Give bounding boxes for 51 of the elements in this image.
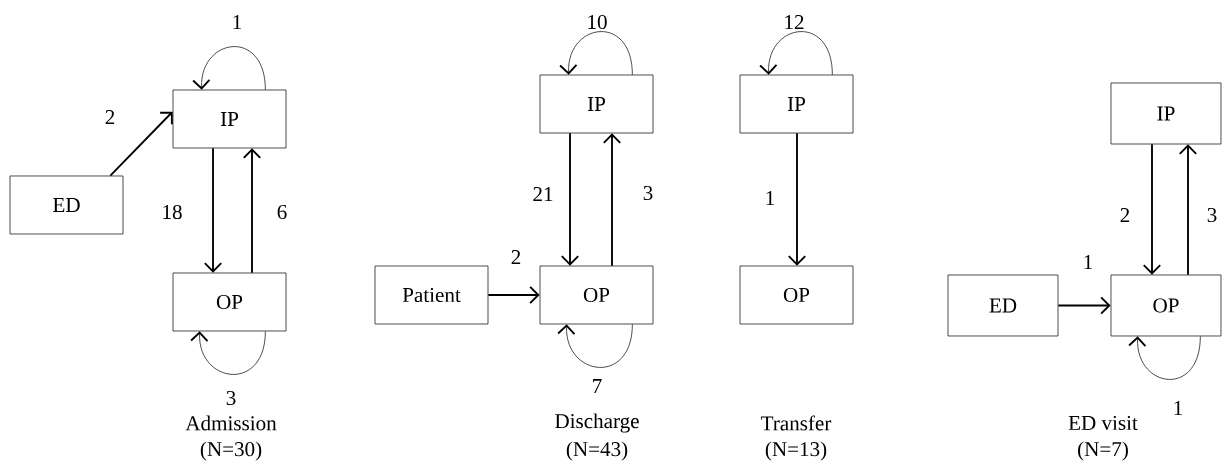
process-box: OP [1110, 274, 1222, 337]
caption-text: (N=7) [1078, 441, 1128, 461]
edge-label: 6 [277, 204, 287, 220]
caption-text: Transfer [761, 415, 832, 431]
edge-label: 3 [1207, 207, 1217, 223]
edge-label: 1 [1174, 401, 1182, 415]
edge-label: 3 [643, 185, 653, 201]
arrow [1178, 144, 1198, 276]
caption-text: (N=43) [566, 441, 628, 461]
edge-label: 12 [785, 15, 804, 29]
process-box: OP [539, 265, 654, 325]
edge-label: 3 [226, 390, 236, 406]
arrow [602, 133, 622, 267]
process-box: Patient [374, 265, 489, 325]
edge-label: 21 [533, 187, 553, 201]
edge-label: 1 [233, 15, 241, 29]
edge-label: 2 [105, 110, 115, 124]
caption-text: (N=30) [200, 441, 262, 461]
caption-text: ED visit [1068, 415, 1138, 431]
arrow [1057, 296, 1111, 315]
arrow [759, 31, 833, 75]
edge-label: 1 [766, 191, 774, 205]
arrow [560, 132, 580, 266]
arrow [203, 147, 223, 273]
edge-label: 2 [511, 250, 521, 264]
arrow [559, 31, 633, 75]
process-box: IP [1110, 82, 1222, 145]
process-box: IP [739, 74, 854, 134]
caption-text: (N=13) [765, 441, 827, 461]
arrow [787, 132, 807, 266]
caption-text: Discharge [555, 413, 639, 433]
process-box: ED [947, 274, 1059, 337]
process-box: ED [9, 175, 124, 235]
caption-text: Admission [185, 415, 277, 431]
arrow [1142, 143, 1162, 275]
edge-label: 18 [163, 204, 182, 220]
arrow [190, 331, 266, 375]
process-box: OP [739, 265, 854, 325]
arrow [557, 324, 633, 368]
edge-label: 10 [588, 14, 607, 30]
edge-label: 1 [1084, 255, 1092, 269]
arrow [487, 285, 540, 305]
process-box: OP [172, 272, 287, 332]
arrow [109, 111, 173, 177]
edge-label: 7 [593, 379, 602, 393]
arrow [1128, 336, 1201, 380]
edge-label: 2 [1120, 208, 1130, 222]
process-box: IP [539, 74, 654, 134]
arrow [242, 148, 262, 274]
process-box: IP [172, 89, 287, 149]
arrow [192, 46, 266, 90]
